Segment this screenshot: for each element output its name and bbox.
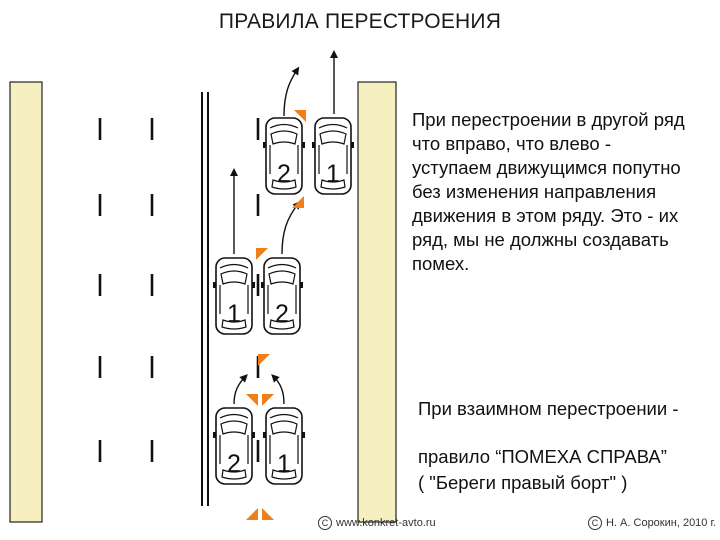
right-curb (357, 81, 397, 523)
paragraph-line: что вправо, что влево - (412, 133, 611, 154)
author-credit: C Н. А. Сорокин, 2010 г. (588, 516, 716, 530)
right-side-rule: ( "Береги правый борт" ) (418, 472, 628, 493)
author-text: Н. А. Сорокин, 2010 г. (606, 516, 717, 529)
car-top-left: 2 (262, 117, 306, 195)
paragraph-line: уступаем движущимся попутно (412, 157, 681, 178)
arrow-bottom-left-change (233, 374, 248, 405)
turn-signal-bottom-right-car-rear (262, 508, 274, 520)
left-curb (9, 81, 43, 523)
car-top-left-number: 2 (277, 160, 291, 188)
arrow-top-lane-change (283, 66, 300, 117)
car-top-right: 1 (311, 117, 355, 195)
paragraph-line: помех. (412, 253, 470, 274)
car-mid-right-number: 2 (275, 300, 289, 328)
car-bottom-right: 1 (262, 407, 306, 485)
paragraph-line: движения в этом ряду. Это - их (412, 205, 679, 226)
car-bottom-left: 2 (212, 407, 256, 485)
car-mid-right: 2 (260, 257, 304, 335)
turn-signal-mid-right-car (256, 248, 268, 260)
turn-signal-bottom-left-car-rear (246, 508, 258, 520)
interference-right-rule: правило “ПОМЕХА СПРАВА” (418, 446, 667, 467)
website-text: www.konkret-avto.ru (336, 516, 436, 529)
paragraph-line: без изменения направления (412, 181, 657, 202)
copyright-icon: C (588, 516, 602, 530)
turn-signal-top-left-car-rear (292, 196, 304, 208)
arrow-mid-lane-change (281, 200, 301, 255)
car-bottom-right-number: 1 (277, 450, 291, 478)
car-mid-left-number: 1 (227, 300, 241, 328)
paragraph-line: ряд, мы не должны создавать (412, 229, 669, 250)
slide-title: ПРАВИЛА ПЕРЕСТРОЕНИЯ (218, 10, 502, 33)
copyright-icon: C (318, 516, 332, 530)
turn-signal-bottom-right-car-front (262, 394, 274, 406)
arrow-bottom-right-change (271, 374, 285, 405)
turn-signal-bottom-left-car-front (246, 394, 258, 406)
car-mid-left: 1 (212, 257, 256, 335)
yield-rule-paragraph: При перестроении в другой ряд что вправо… (412, 108, 712, 276)
car-bottom-left-number: 2 (227, 450, 241, 478)
mutual-change-heading: При взаимном перестроении - (418, 398, 679, 419)
car-top-right-number: 1 (326, 160, 340, 188)
turn-signal-mid-right-car-rear (258, 354, 270, 366)
paragraph-line: При перестроении в другой ряд (412, 109, 685, 130)
